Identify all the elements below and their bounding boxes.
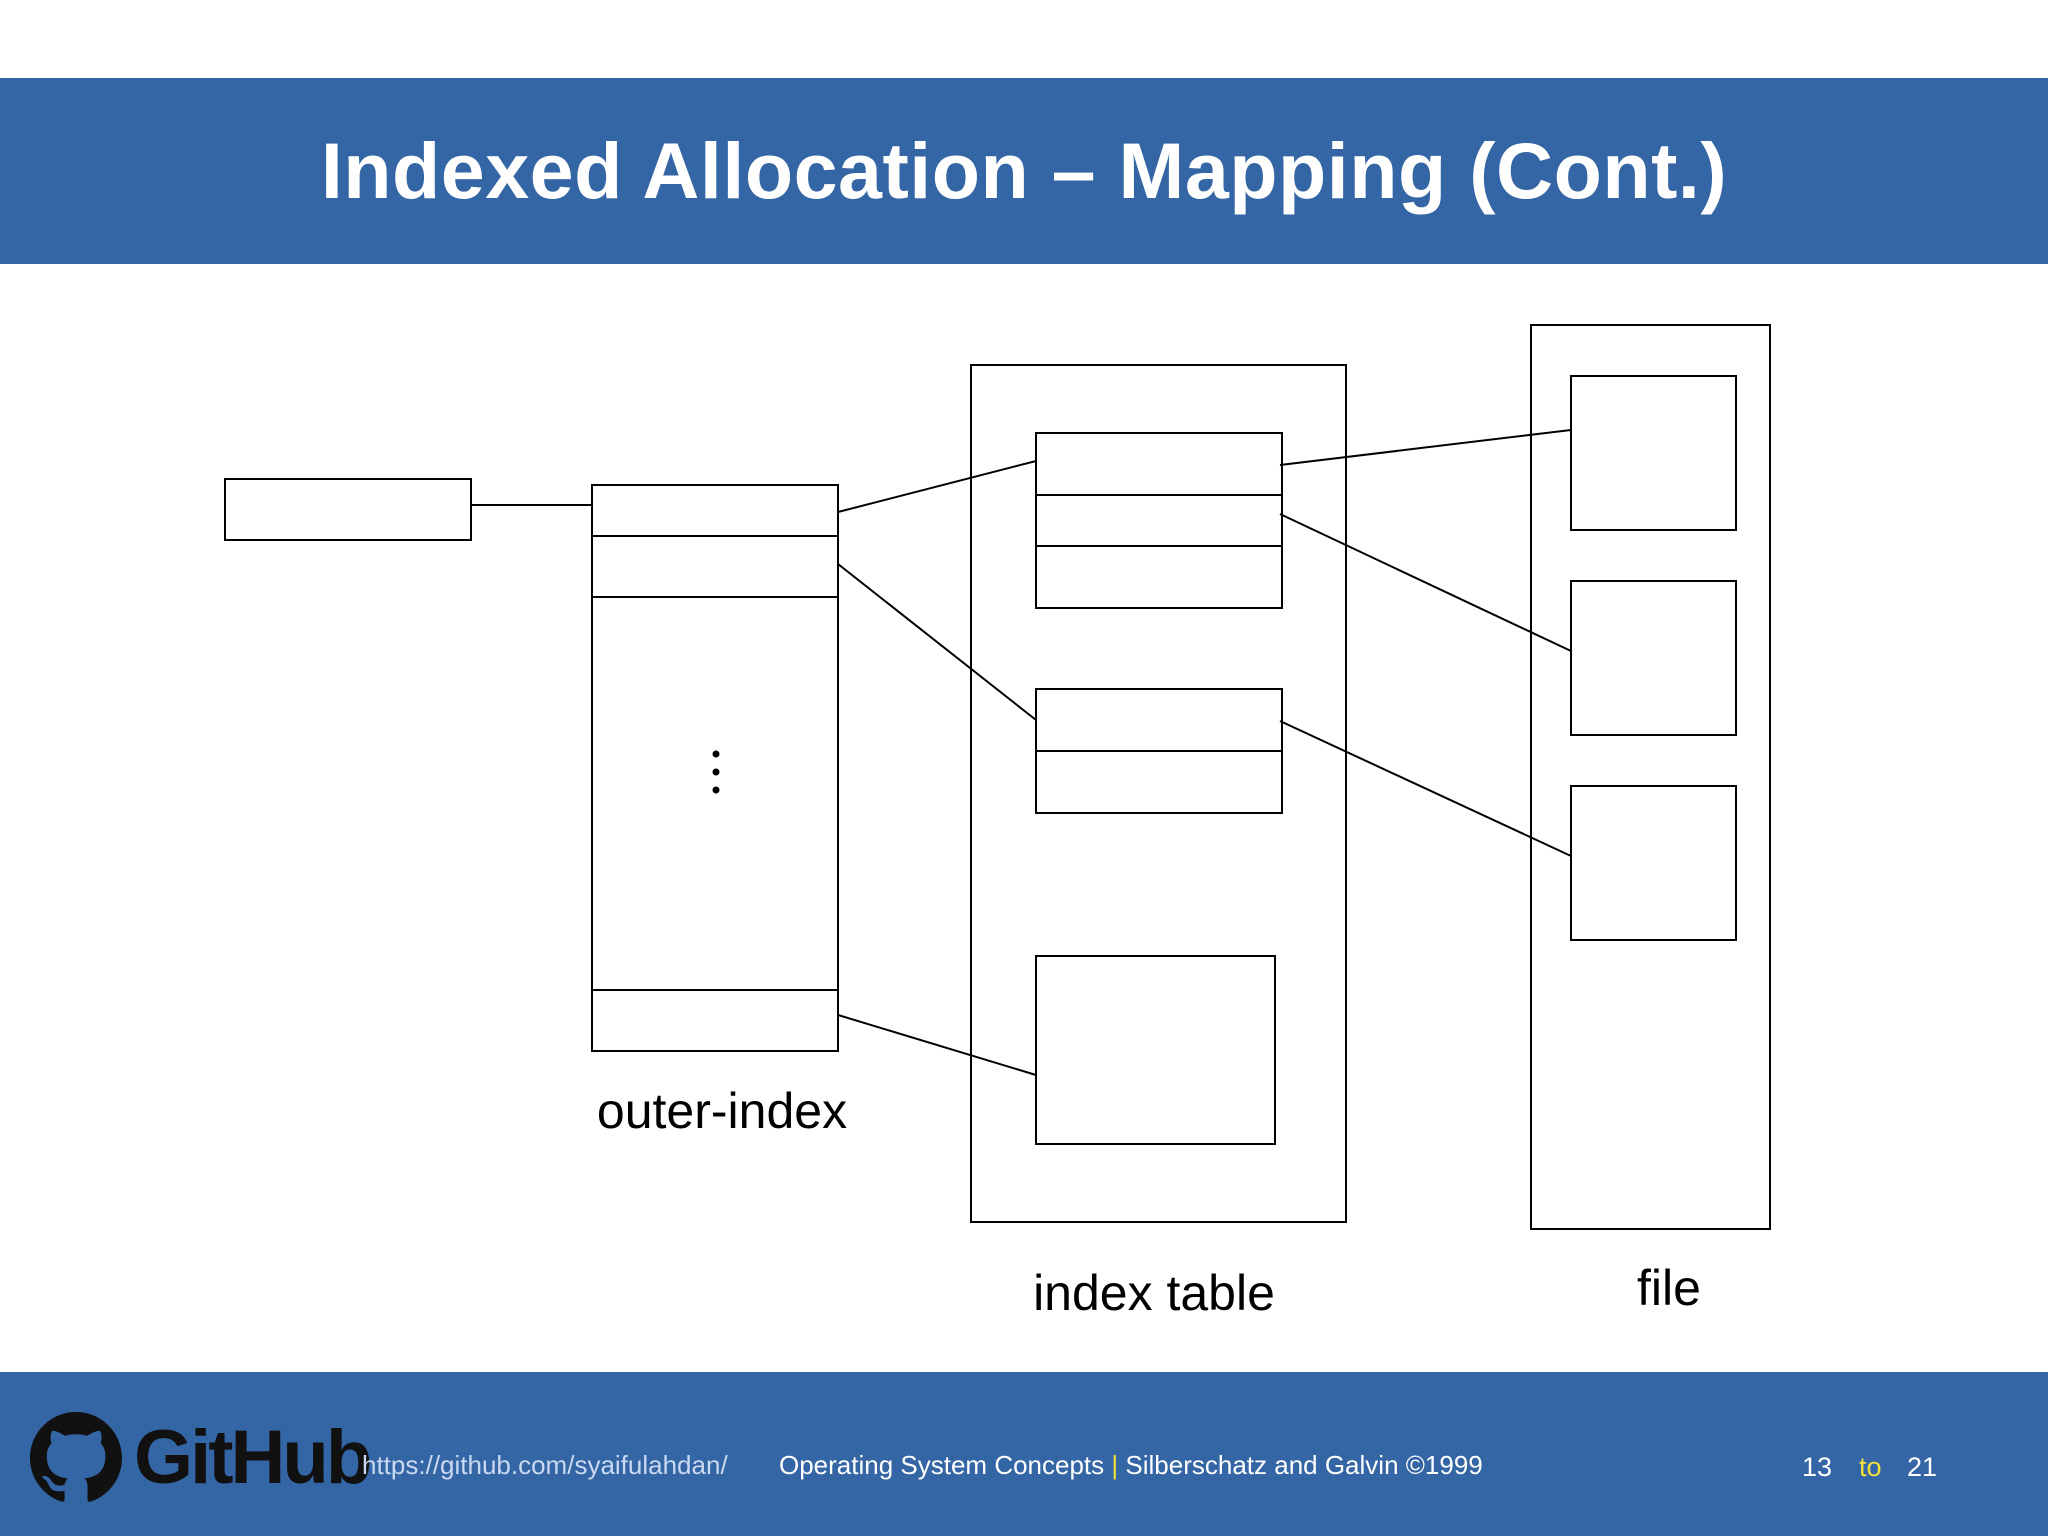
pointer-line [837,460,1037,513]
index-table-label: index table [1033,1265,1275,1321]
github-octocat-icon [30,1412,122,1502]
pointer-line [837,1014,1037,1076]
page-current: 13 [1802,1452,1833,1482]
slide-title: Indexed Allocation – Mapping (Cont.) [320,126,1728,215]
pointer-line [837,563,1037,721]
footer-citation: Operating System Concepts | Silberschatz… [779,1450,1483,1481]
footer-url-link[interactable]: https://github.com/syaifulahdan/ [362,1450,728,1480]
slide-header: Indexed Allocation – Mapping (Cont.) [0,78,2048,264]
index-block-3 [1035,955,1276,1145]
index-table-container [970,364,1347,1223]
outer-index-label: outer-index [597,1083,847,1139]
github-logo: GitHub [30,1412,372,1504]
directory-entry-box [224,478,472,541]
index-block-1 [1035,432,1283,609]
footer-authors: Silberschatz and Galvin ©1999 [1125,1450,1483,1480]
page-total: 21 [1907,1452,1938,1482]
file-label: file [1637,1260,1701,1316]
file-block-3 [1570,785,1737,941]
footer-separator: | [1111,1450,1119,1480]
file-container [1530,324,1771,1230]
pointer-line [1279,513,1572,652]
page-to: to [1859,1452,1882,1482]
file-block-2 [1570,580,1737,736]
github-wordmark: GitHub [134,1415,372,1500]
file-block-1 [1570,375,1737,531]
pointer-line [1279,720,1572,857]
footer-book: Operating System Concepts [779,1450,1105,1480]
ellipsis-dots [712,750,720,794]
pointer-line [1279,429,1572,466]
slide-footer: GitHub https://github.com/syaifulahdan/ … [0,1372,2048,1536]
outer-index-block [591,484,839,1052]
